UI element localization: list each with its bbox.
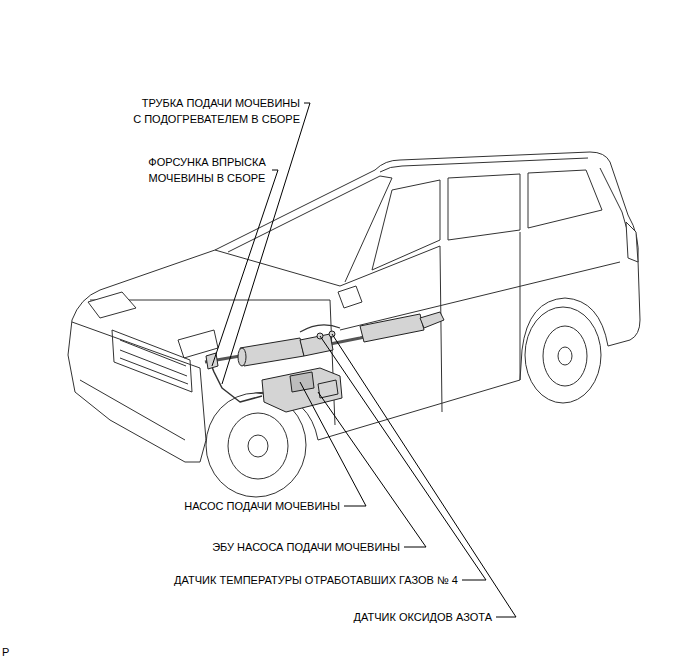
- part-label: ДАТЧИК ТЕМПЕРАТУРЫ ОТРАБОТАВШИХ ГАЗОВ № …: [174, 572, 458, 588]
- part-label: ДАТЧИК ОКСИДОВ АЗОТА: [354, 609, 492, 625]
- figure-code: P: [2, 644, 9, 658]
- part-label: ФОРСУНКА ВПРЫСКА МОЧЕВИНЫ В СБОРЕ: [142, 154, 272, 186]
- part-label: ЭБУ НАСОСА ПОДАЧИ МОЧЕВИНЫ: [212, 539, 400, 555]
- part-label: НАСОС ПОДАЧИ МОЧЕВИНЫ: [184, 498, 340, 514]
- part-label: ТРУБКА ПОДАЧИ МОЧЕВИНЫ С ПОДОГРЕВАТЕЛЕМ …: [115, 95, 300, 127]
